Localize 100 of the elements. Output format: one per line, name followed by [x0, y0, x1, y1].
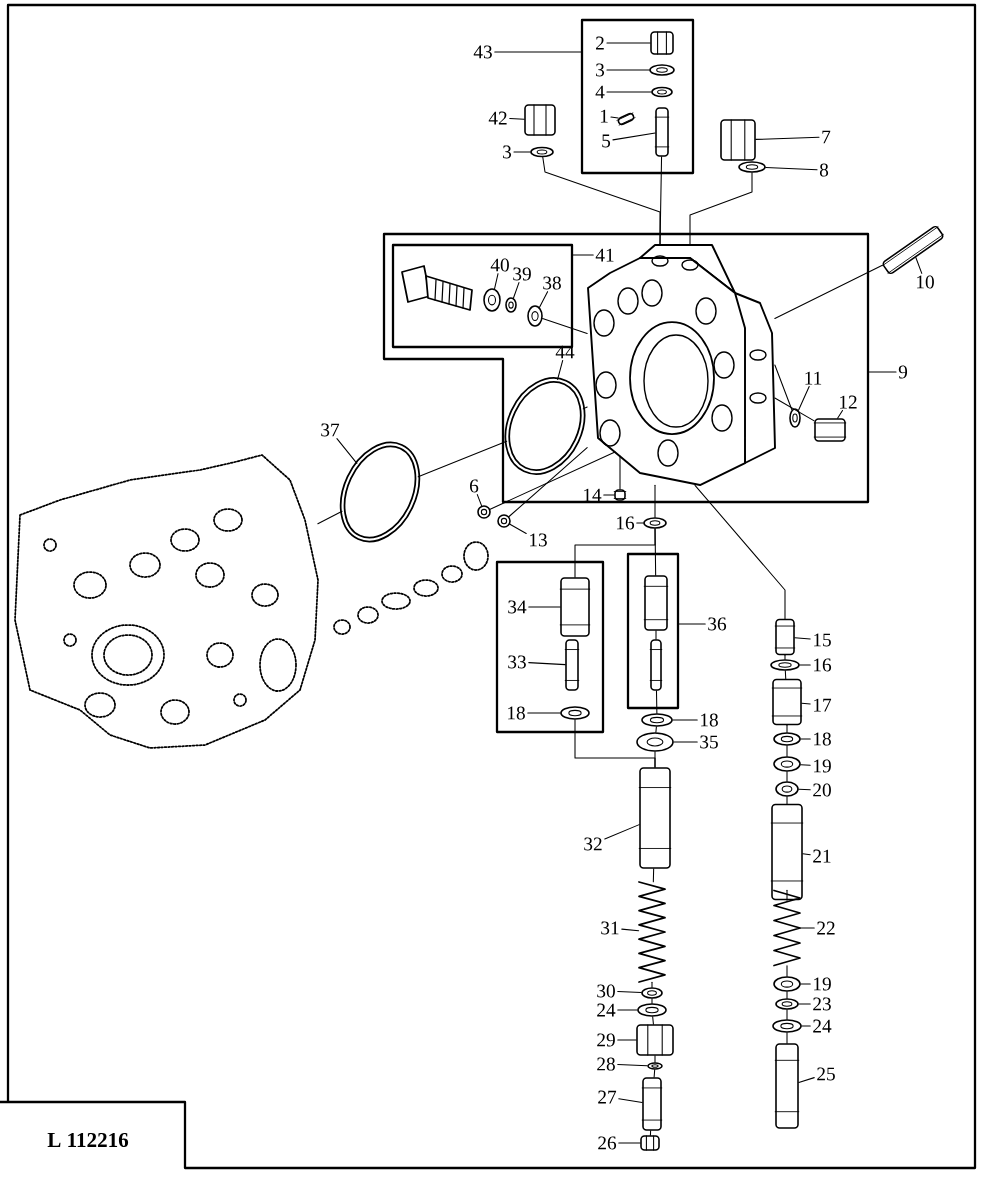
washer: [641, 713, 673, 727]
callout-number: 25: [817, 1067, 835, 1081]
hex-plug: [640, 1135, 660, 1151]
callout-number: 2: [596, 36, 604, 50]
leader-line: [513, 151, 531, 153]
assembly-line: [786, 965, 788, 977]
assembly-line: [652, 1016, 654, 1025]
assembly-line: [786, 724, 788, 733]
leader-line: [528, 662, 566, 666]
leader-line: [527, 712, 561, 714]
spring: [638, 881, 666, 983]
leader-line: [867, 371, 897, 373]
leader-line: [799, 664, 811, 666]
callout-number: 13: [530, 533, 547, 547]
assembly-line: [786, 889, 788, 901]
assembly-line: [689, 172, 753, 246]
assembly-line: [774, 397, 815, 422]
figure-number: L 112216: [47, 1132, 129, 1148]
washer: [789, 408, 801, 428]
o-ring: [504, 377, 586, 475]
valve-part: [649, 639, 663, 691]
assembly-line: [774, 264, 883, 320]
callout-number: 42: [488, 111, 507, 125]
valve-part: [564, 639, 580, 691]
callout-number: 16: [814, 658, 832, 672]
leader-line: [799, 927, 815, 929]
callout-number: 11: [805, 371, 822, 385]
valve-part: [771, 678, 803, 726]
washer: [773, 756, 801, 772]
callout-number: 31: [601, 921, 619, 935]
pump-housing-drawing: [14, 454, 319, 749]
callout-number: 22: [817, 921, 835, 935]
leader-line: [604, 824, 640, 840]
assembly-line: [582, 406, 588, 410]
leader-line: [617, 1009, 638, 1011]
washer: [483, 288, 501, 312]
callout-number: 5: [602, 134, 611, 148]
assembly-line: [786, 745, 788, 757]
leader-line: [798, 788, 811, 791]
leader-line: [798, 1003, 811, 1005]
assembly-line: [655, 726, 657, 733]
leader-line: [755, 136, 820, 140]
hex-plug: [636, 1024, 674, 1056]
washer: [497, 514, 511, 528]
washer: [647, 1062, 663, 1070]
leader-line: [618, 1098, 643, 1103]
callout-number: 19: [814, 977, 831, 991]
washer: [770, 659, 800, 671]
callout-number: 4: [595, 85, 605, 99]
leader-line: [336, 438, 358, 464]
valve-part: [613, 489, 627, 501]
leader-line: [512, 282, 520, 299]
hex-plug: [650, 31, 674, 55]
group-frame: [495, 560, 605, 734]
leader-line: [636, 522, 644, 524]
callout-number: 35: [700, 735, 718, 749]
washer: [477, 505, 491, 519]
assembly-line: [655, 690, 658, 714]
assembly-line: [649, 1130, 652, 1136]
leader-line: [509, 523, 527, 534]
leader-line: [539, 291, 549, 308]
leader-line: [617, 991, 642, 994]
callout-number: 32: [584, 837, 602, 851]
leader-line: [606, 42, 651, 44]
leader-line: [800, 764, 811, 766]
assembly-line: [508, 447, 588, 518]
callout-number: 20: [813, 783, 831, 797]
assembly-line: [417, 440, 508, 478]
leader-line: [837, 410, 844, 419]
leader-line: [509, 118, 525, 120]
assembly-line: [652, 868, 655, 883]
washer: [636, 732, 674, 752]
washer: [530, 146, 554, 158]
callout-number: 21: [813, 849, 831, 863]
callout-number: 40: [490, 258, 509, 272]
leader-line: [678, 623, 706, 625]
assembly-line: [651, 981, 653, 988]
washer: [649, 64, 675, 76]
assembly-line: [542, 318, 588, 335]
washer: [738, 161, 766, 173]
callout-number: 19: [814, 759, 831, 773]
callout-number: 16: [617, 516, 635, 530]
assembly-line: [574, 719, 656, 768]
callout-number: 34: [508, 600, 527, 614]
assembly-line: [651, 998, 653, 1004]
assembly-line: [786, 796, 788, 805]
washer: [651, 86, 673, 98]
callout-number: 26: [598, 1136, 617, 1150]
valve-part: [641, 1077, 663, 1131]
assembly-line: [784, 670, 787, 680]
assembly-line: [786, 771, 788, 782]
valve-part: [643, 575, 669, 631]
leader-line: [494, 273, 499, 290]
leader-line: [800, 738, 811, 740]
washer: [637, 1003, 667, 1017]
valve-part: [638, 767, 672, 869]
assembly-line: [574, 528, 656, 578]
relief-valve-drawing: [401, 265, 473, 311]
leader-line: [528, 606, 561, 608]
assembly-line: [786, 991, 788, 999]
